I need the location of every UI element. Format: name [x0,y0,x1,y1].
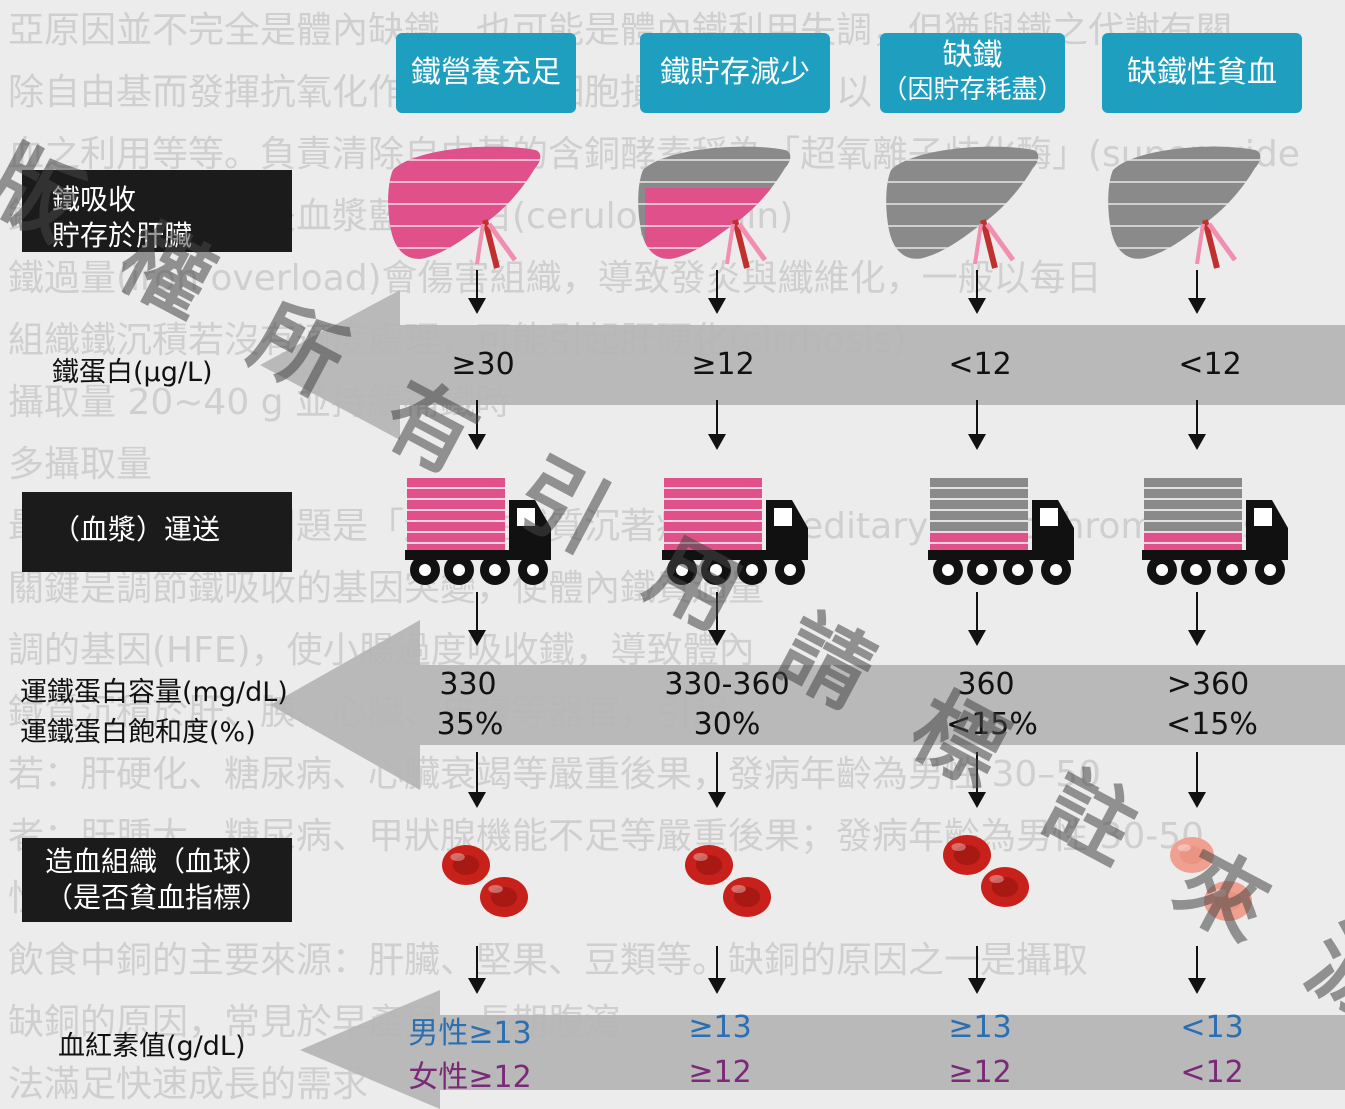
hemoglobin-female-value: ≥12 [948,1055,1012,1090]
liver-icon-2 [638,146,791,269]
band-arrow-ferritin [260,290,1345,440]
truck-icon-3 [928,478,1074,585]
header-label: 鐵營養充足 [411,55,561,90]
flow-arrow [968,592,986,646]
flow-arrow [968,400,986,450]
header-iron-deficiency-anemia: 缺鐵性貧血 [1102,33,1302,113]
flow-arrow [968,270,986,314]
ferritin-label: 鐵蛋白(μg/L) [52,357,213,388]
flow-arrow [1188,270,1206,314]
label-line: 貯存於肝臟 [52,219,193,252]
background-text-line: 鐵過量(iron overload)會傷害組織，導致發炎與纖維化，一般以每日 [8,258,1102,299]
background-text-line: 關鍵是調節鐵吸收的基因突變，使體內鐵質過量 [8,568,765,609]
background-text-line: 若：肝硬化、糖尿病、心臟衰竭等嚴重後果，發病年齡為男性 30–50 [8,754,1102,795]
liver-icon-3 [886,146,1039,269]
ferritin-value: <12 [948,347,1012,382]
rbc-icon-3 [943,835,1029,907]
rbc-icon-1 [442,845,528,917]
transferrin-saturation-value: <15% [1166,707,1258,742]
flow-arrow [468,946,486,994]
header-iron-deficiency: 缺鐵 （因貯存耗盡） [880,33,1065,113]
flow-arrow [968,946,986,994]
flow-arrow [468,270,486,314]
header-label: 鐵貯存減少 [660,55,810,90]
hemoglobin-female-value: <12 [1180,1055,1244,1090]
liver-icon-4 [1108,146,1261,269]
label-line: 造血組織（血球） [44,845,269,878]
flow-arrow [468,400,486,450]
liver-icon-1 [388,146,541,269]
hemoglobin-male-value: 男性≥13 [408,1016,532,1051]
label-hematopoiesis: 造血組織（血球） （是否貧血指標） [22,838,292,922]
transferrin-capacity-value: 360 [957,667,1015,702]
flow-arrow [708,400,726,450]
band-arrow-hemoglobin [300,990,1345,1109]
hemoglobin-female-value: 女性≥12 [408,1060,532,1095]
band-arrow-transferrin [270,620,1345,790]
transferrin-saturation-value: 35% [436,707,504,742]
background-text-line: 多攝取量 [8,444,153,485]
hemoglobin-label: 血紅素值(g/dL) [58,1031,246,1062]
hemoglobin-male-value: ≥13 [948,1010,1012,1045]
hemoglobin-male-value: ≥13 [688,1010,752,1045]
ferritin-value: ≥12 [691,347,755,382]
flow-arrow [708,752,726,808]
header-label: 缺鐵 [942,38,1003,73]
transferrin-capacity-value: >360 [1166,667,1250,702]
truck-icon-2 [662,478,808,585]
transferrin-saturation-value: 30% [693,707,761,742]
header-label: 缺鐵性貧血 [1127,55,1277,90]
label-line: （血漿）運送 [52,513,221,546]
ferritin-value: ≥30 [451,347,515,382]
background-text-line: 法滿足快速成長的需求 [8,1064,369,1105]
flow-arrow [468,752,486,808]
truck-icon-4 [1142,478,1288,585]
flow-arrow [1188,400,1206,450]
transferrin-saturation-value: <15% [946,707,1038,742]
flow-arrow [1188,592,1206,646]
label-line: 鐵吸收 [52,183,137,216]
rbc-icon-2 [685,845,771,917]
rbc-icon-4 [1170,837,1252,921]
label-absorption: 鐵吸收 貯存於肝臟 [22,170,292,252]
transferrin-saturation-label: 運鐵蛋白飽和度(%) [20,717,256,748]
flow-arrow [708,592,726,646]
hemoglobin-female-value: ≥12 [688,1055,752,1090]
flow-arrow [1188,752,1206,808]
header-sublabel: （因貯存耗盡） [881,75,1064,105]
flow-arrow [968,752,986,808]
label-line: （是否貧血指標） [44,881,269,914]
flow-arrow [708,946,726,994]
hemoglobin-male-value: <13 [1180,1010,1244,1045]
flow-arrow [468,592,486,646]
transferrin-capacity-value: 330 [439,667,497,702]
transferrin-capacity-value: 330-360 [664,667,790,702]
transferrin-capacity-label: 運鐵蛋白容量(mg/dL) [20,677,288,708]
header-iron-storage-reduced: 鐵貯存減少 [640,33,830,113]
flow-arrow [1188,946,1206,994]
background-text-line: 飲食中銅的主要來源：肝臟、堅果、豆類等。缺銅的原因之一是攝取 [8,940,1089,981]
ferritin-value: <12 [1178,347,1242,382]
truck-icon-1 [405,478,551,585]
header-iron-sufficient: 鐵營養充足 [396,33,576,113]
flow-arrow [708,270,726,314]
label-transport: （血漿）運送 [22,492,292,572]
